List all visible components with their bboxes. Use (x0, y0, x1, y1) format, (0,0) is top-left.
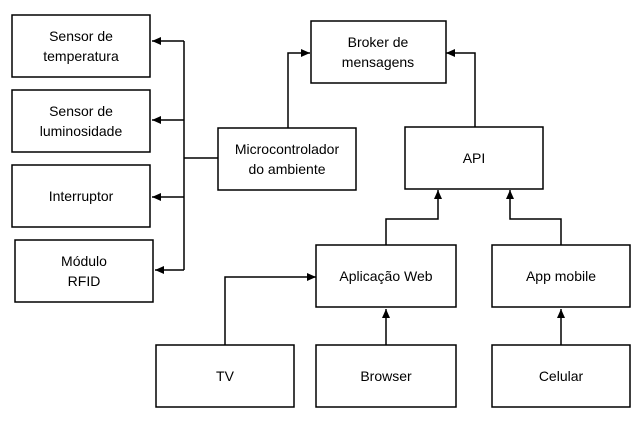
edge-web-to-api (385, 190, 442, 245)
edge-tv-to-web (224, 273, 316, 345)
node-modulo-rfid-line-2: RFID (68, 273, 101, 289)
edge-api-to-broker (446, 49, 476, 127)
node-celular: Celular (491, 344, 631, 408)
node-api: API (404, 126, 544, 190)
node-browser: Browser (315, 344, 457, 408)
node-microcontrolador-line-1: Microcontrolador (235, 141, 340, 157)
node-app-mobile-label: App mobile (526, 268, 596, 284)
node-sensor-luminosidade: Sensor de luminosidade (11, 89, 151, 153)
node-sensor-temperatura-line-1: Sensor de (49, 28, 113, 44)
node-celular-label: Celular (539, 368, 584, 384)
node-sensor-temperatura: Sensor de temperatura (11, 14, 151, 78)
node-tv: TV (155, 344, 295, 408)
node-browser-label: Browser (360, 368, 412, 384)
node-sensor-temperatura-line-2: temperatura (43, 48, 119, 64)
node-aplicacao-web: Aplicação Web (315, 244, 457, 308)
node-interruptor: Interruptor (11, 164, 151, 228)
node-modulo-rfid: Módulo RFID (14, 239, 154, 303)
nodes: Sensor de temperatura Sensor de luminosi… (11, 14, 631, 408)
node-broker-line-2: mensagens (342, 54, 414, 70)
node-interruptor-label: Interruptor (49, 188, 114, 204)
node-sensor-luminosidade-line-1: Sensor de (49, 103, 113, 119)
connectors (152, 37, 565, 345)
edge-micro-to-broker (287, 49, 310, 128)
node-modulo-rfid-line-1: Módulo (61, 253, 107, 269)
edge-mobile-to-api (506, 190, 562, 245)
node-api-label: API (463, 150, 486, 166)
node-microcontrolador-line-2: do ambiente (248, 161, 325, 177)
node-sensor-luminosidade-line-2: luminosidade (40, 123, 123, 139)
node-broker: Broker de mensagens (310, 20, 447, 84)
node-microcontrolador: Microcontrolador do ambiente (217, 127, 357, 191)
node-app-mobile: App mobile (491, 244, 631, 308)
node-broker-line-1: Broker de (348, 34, 409, 50)
node-tv-label: TV (216, 368, 235, 384)
node-aplicacao-web-label: Aplicação Web (339, 268, 432, 284)
